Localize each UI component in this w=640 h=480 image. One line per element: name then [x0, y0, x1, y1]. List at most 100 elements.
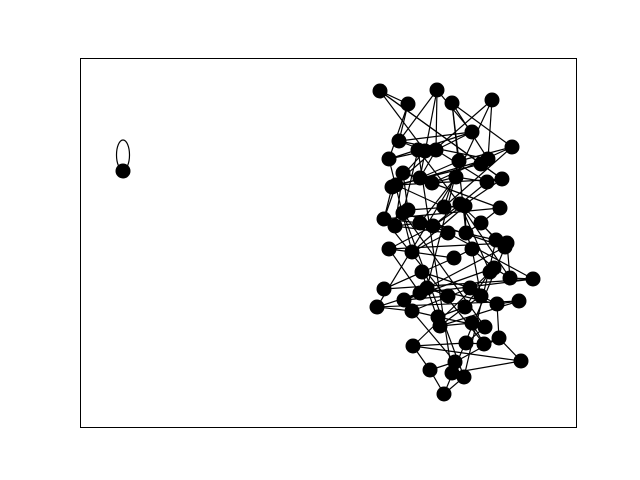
graph-node	[412, 170, 428, 186]
node-label: 3	[391, 219, 399, 233]
node-label: 4	[486, 265, 494, 279]
node-label: 5	[448, 96, 456, 110]
node-label: 8	[416, 171, 424, 185]
node-label: 1	[493, 297, 501, 311]
graph-node	[480, 151, 496, 167]
node-label: 9	[436, 319, 444, 333]
graph-node	[404, 244, 420, 260]
node-label: 8	[477, 216, 485, 230]
graph-node	[477, 319, 493, 335]
node-label: 7	[488, 93, 496, 107]
node-label: 9	[416, 286, 424, 300]
node-label: 4	[400, 293, 408, 307]
graph-node	[464, 315, 480, 331]
graph-edge	[398, 89, 438, 142]
graph-edge	[388, 158, 413, 253]
node-label: 5	[466, 281, 474, 295]
graph-node	[479, 174, 495, 190]
node-label: 9	[380, 212, 388, 226]
graph-edge	[459, 203, 511, 279]
graph-node	[436, 199, 452, 215]
node-label: 1	[481, 320, 489, 334]
graph-node	[369, 299, 385, 315]
node-label: 9	[450, 251, 458, 265]
nodes-layer: 5275742135648391264738521694372581634927…	[115, 82, 541, 402]
graph-node	[405, 338, 421, 354]
node-label: 9	[451, 355, 459, 369]
node-label: 9	[484, 152, 492, 166]
node-label: 4	[416, 216, 424, 230]
graph-node	[452, 196, 468, 212]
node-label: 5	[468, 316, 476, 330]
node-label: 2	[434, 310, 442, 324]
graph-node	[464, 241, 480, 257]
node-label: 2	[468, 242, 476, 256]
graph-node	[429, 82, 445, 98]
graph-edge	[447, 232, 534, 280]
graph-node	[422, 362, 438, 378]
node-label: 5	[440, 200, 448, 214]
graph-node	[436, 386, 452, 402]
graph-node	[489, 296, 505, 312]
graph-edge	[412, 271, 491, 347]
node-label: 2	[444, 226, 452, 240]
node-label: 6	[496, 201, 504, 215]
graph-node	[456, 369, 472, 385]
graph-edge	[388, 225, 434, 250]
graph-node	[391, 133, 407, 149]
graph-node	[372, 83, 388, 99]
graph-node	[497, 239, 513, 255]
node-label: 4	[395, 134, 403, 148]
node-label: 8	[409, 339, 417, 353]
graph-node	[381, 151, 397, 167]
graph-node	[376, 281, 392, 297]
node-label: 4	[452, 170, 460, 184]
graph-edge	[431, 146, 513, 184]
node-label: 6	[428, 176, 436, 190]
graph-node	[432, 318, 448, 334]
graph-edge	[411, 310, 456, 363]
node-label: 7	[462, 336, 470, 350]
node-label: 1	[529, 272, 537, 286]
graph-edge	[431, 182, 501, 209]
graph-node	[440, 288, 456, 304]
node-label: 3	[480, 337, 488, 351]
node-label: 2	[399, 166, 407, 180]
graph-node	[451, 153, 467, 169]
node-label: 4	[455, 154, 463, 168]
graph-node	[448, 169, 464, 185]
graph-edge	[417, 149, 453, 374]
graph-edge	[459, 203, 491, 273]
graph-edge	[439, 300, 520, 327]
graph-node	[457, 299, 473, 315]
graph-edge	[398, 131, 473, 142]
graph-node	[446, 250, 462, 266]
graph-edge	[417, 149, 461, 205]
graph-edge	[419, 89, 438, 179]
graph-node	[473, 288, 489, 304]
graph-node	[511, 293, 527, 309]
graph-edge	[395, 163, 482, 186]
graph-node	[414, 264, 430, 280]
graph-edge	[487, 99, 493, 160]
graph-node	[115, 163, 131, 179]
node-label: 2	[414, 143, 422, 157]
node-label: 2	[404, 97, 412, 111]
node-label: 3	[515, 294, 523, 308]
graph-node	[525, 271, 541, 287]
node-label: 5	[376, 84, 384, 98]
graph-node	[412, 215, 428, 231]
graph-edge	[402, 212, 465, 378]
node-label: 0	[119, 164, 127, 178]
node-label: 8	[408, 304, 416, 318]
node-label: 7	[483, 175, 491, 189]
graph-node	[387, 218, 403, 234]
graph-edge	[451, 102, 513, 148]
graph-node	[494, 171, 510, 187]
graph-node	[404, 303, 420, 319]
graph-node	[376, 211, 392, 227]
node-label: 6	[373, 300, 381, 314]
graph-node	[424, 175, 440, 191]
node-label: 5	[462, 226, 470, 240]
